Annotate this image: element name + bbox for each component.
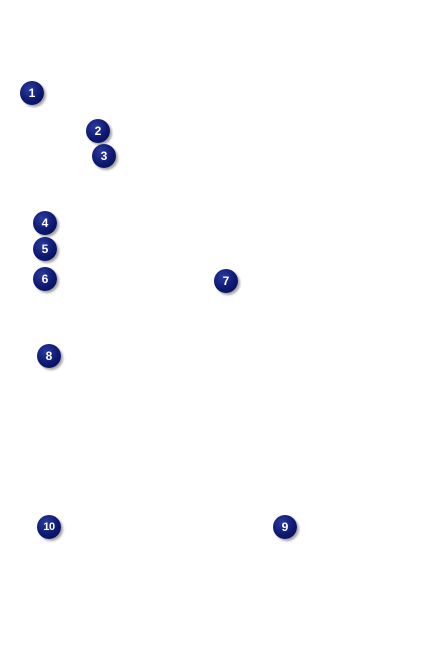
callout-badge-2[interactable]: 2 <box>86 119 110 143</box>
callout-badge-6[interactable]: 6 <box>33 267 57 291</box>
callout-badge-3[interactable]: 3 <box>92 144 116 168</box>
callout-badge-9[interactable]: 9 <box>273 515 297 539</box>
callout-badge-5[interactable]: 5 <box>33 237 57 261</box>
callout-badge-10[interactable]: 10 <box>37 515 61 539</box>
callout-badge-7[interactable]: 7 <box>214 269 238 293</box>
callout-badge-1[interactable]: 1 <box>20 81 44 105</box>
callout-badge-8[interactable]: 8 <box>37 344 61 368</box>
callout-badge-4[interactable]: 4 <box>33 211 57 235</box>
